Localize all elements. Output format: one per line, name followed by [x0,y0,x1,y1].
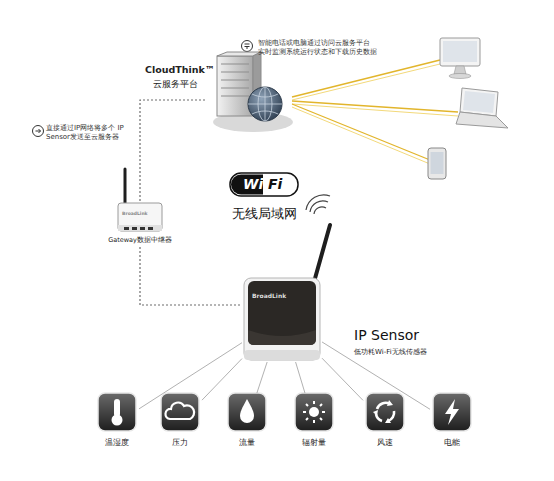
sensor-device: BroadLinkIP Sensor低功耗Wi-Fi无线传感器 [242,272,322,362]
laptop-screen [463,91,495,113]
server-illustration [205,52,295,134]
node-label: 温湿度 [87,438,147,447]
sensor-type-icon: 电能 [430,393,474,453]
monitor-screen [443,41,477,62]
monitor-base [449,74,471,79]
brand-label: BroadLink [252,292,286,300]
smartphone [428,148,446,179]
wireless-signal [314,207,326,214]
sensor-wire [322,358,363,400]
node-label: 辐射量 [284,438,344,447]
data-link [292,104,430,160]
sensor-type-icon: 辐射量 [292,393,336,453]
data-link [292,107,430,164]
sensor-type-icon: 流量 [225,393,269,453]
callout-note: 智能电话或电脑通过访问云服务平台 实时监测系统运行状态和下载历史数据 [258,39,394,57]
brand-label: BroadLink [122,211,148,217]
node-label: Gateway数据中继器 [104,236,176,244]
callout-icon [33,126,44,137]
laptop-base [456,112,508,128]
smartphone-screen [431,152,444,174]
sensor-wire [202,359,242,401]
server-device: CloudThink™云服务平台 [205,52,295,134]
callout-note: 直接通过IP网络将多个 IP Sensor发送至云服务器 [46,124,130,142]
wireless-signal [306,195,330,210]
sensor-wire [322,342,430,409]
data-link [292,64,440,100]
node-label: 电能 [422,438,482,447]
node-label: 云服务平台 [153,79,198,90]
sensor-type-icon: 温湿度 [95,393,139,453]
node-label: 流量 [217,438,277,447]
wireless-signal [310,201,328,212]
wifi-logo-text: Fi [268,175,282,193]
callout-icon [242,41,253,52]
node-label: IP Sensor [354,327,419,345]
network-link [140,100,205,203]
laptop-lid [460,88,498,116]
node-label: 压力 [150,438,210,447]
sensor-wire [139,343,242,409]
wifi-logo-text: Wi [243,175,263,193]
sensor-type-icon: 风速 [363,393,407,453]
router-device: BroadLinkGateway数据中继器 [118,203,162,247]
callout-glyph [245,44,250,49]
data-link [292,60,440,97]
wifi-logo-fill [231,175,263,195]
node-label: 风速 [355,438,415,447]
network-label: 无线局域网 [232,206,297,223]
sensor-wire [296,362,305,393]
monitor [440,38,480,66]
wifi-logo-frame [230,173,298,196]
sensor-illustration [242,272,322,362]
sensor-wire [257,362,267,393]
monitor-stand [454,66,466,74]
network-link [140,247,242,305]
sensor-type-icon: 压力 [158,393,202,453]
callout-glyph [36,129,41,133]
node-label: 低功耗Wi-Fi无线传感器 [354,348,427,357]
node-label: CloudThink™ [145,64,214,76]
